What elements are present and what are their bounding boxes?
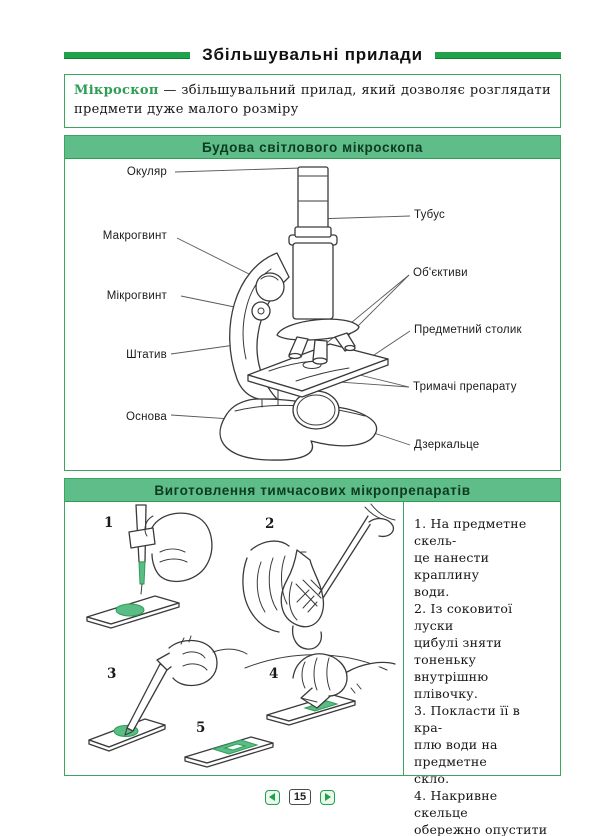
procedure-panel: Виготовлення тимчасових мікропрепаратів	[64, 478, 561, 836]
microscope-line-art	[170, 166, 411, 461]
definition-term: Мікроскоп	[74, 83, 159, 98]
figure-number-5: 5	[196, 720, 206, 736]
figure-peel-onion	[242, 503, 396, 671]
figure-number-4: 4	[269, 666, 279, 682]
page-title-row: Збільшувальні прилади	[64, 45, 562, 65]
page-navigation: 15	[0, 789, 600, 805]
title-rule-right	[434, 51, 562, 59]
definition-text: — збільшувальний прилад, який дозволяє р…	[74, 83, 551, 117]
label-arm: Штатив	[126, 349, 167, 361]
eyepiece-tube	[297, 166, 329, 234]
title-rule-left	[64, 51, 191, 59]
figure-cover-slip	[266, 653, 396, 726]
procedure-line-art	[86, 503, 396, 768]
label-stage-clips: Тримачі препарату	[413, 381, 517, 393]
page-title: Збільшувальні прилади	[202, 45, 423, 64]
procedure-step: 1. На предметне скель- це нанести крапли…	[414, 516, 527, 599]
figure-finished-slide	[184, 736, 274, 768]
procedure-step: 3. Покласти її в кра- плю води на предме…	[414, 703, 520, 786]
procedure-step: 2. Із соковитої луски цибулі зняти тонен…	[414, 601, 513, 701]
macro-knob	[255, 272, 285, 302]
figure-number-1: 1	[104, 515, 114, 531]
label-fine-knob: Мікрогвинт	[106, 290, 167, 302]
procedure-steps: 1. На предметне скель- це нанести крапли…	[403, 502, 560, 836]
microscope-panel: Будова світлового мікроскопа	[64, 135, 561, 471]
arrow-right-icon	[325, 793, 332, 801]
objective	[312, 339, 328, 361]
microscope-panel-title: Будова світлового мікроскопа	[65, 136, 560, 159]
next-page-button[interactable]	[320, 789, 336, 805]
label-tube: Тубус	[414, 209, 445, 221]
figure-number-3: 3	[107, 666, 117, 682]
label-eyepiece: Окуляр	[126, 166, 167, 178]
microscope-diagram: Окуляр Макрогвинт Мікрогвинт Штатив Осно…	[65, 159, 560, 470]
label-mirror: Дзеркальце	[414, 439, 480, 451]
micro-knob	[251, 301, 271, 321]
definition-box: Мікроскоп — збільшувальний прилад, який …	[64, 74, 561, 128]
figure-drop-water	[86, 504, 213, 629]
label-coarse-knob: Макрогвинт	[102, 230, 167, 242]
label-stage: Предметний столик	[414, 324, 522, 336]
stage-clip	[268, 360, 315, 372]
figure-number-2: 2	[265, 516, 275, 532]
body-tube	[292, 242, 334, 320]
figure-place-film	[88, 635, 248, 752]
page-number: 15	[288, 789, 312, 805]
label-objectives: Об'єктиви	[413, 267, 468, 279]
procedure-panel-title: Виготовлення тимчасових мікропрепаратів	[65, 479, 560, 502]
arrow-left-icon	[268, 793, 275, 801]
stage-clip	[295, 367, 350, 382]
procedure-figures: 1 2 3 4 5	[65, 502, 403, 775]
prev-page-button[interactable]	[264, 789, 280, 805]
procedure-step: 4. Накривне скельце обережно опустити на…	[414, 788, 548, 836]
label-base: Основа	[125, 411, 167, 423]
